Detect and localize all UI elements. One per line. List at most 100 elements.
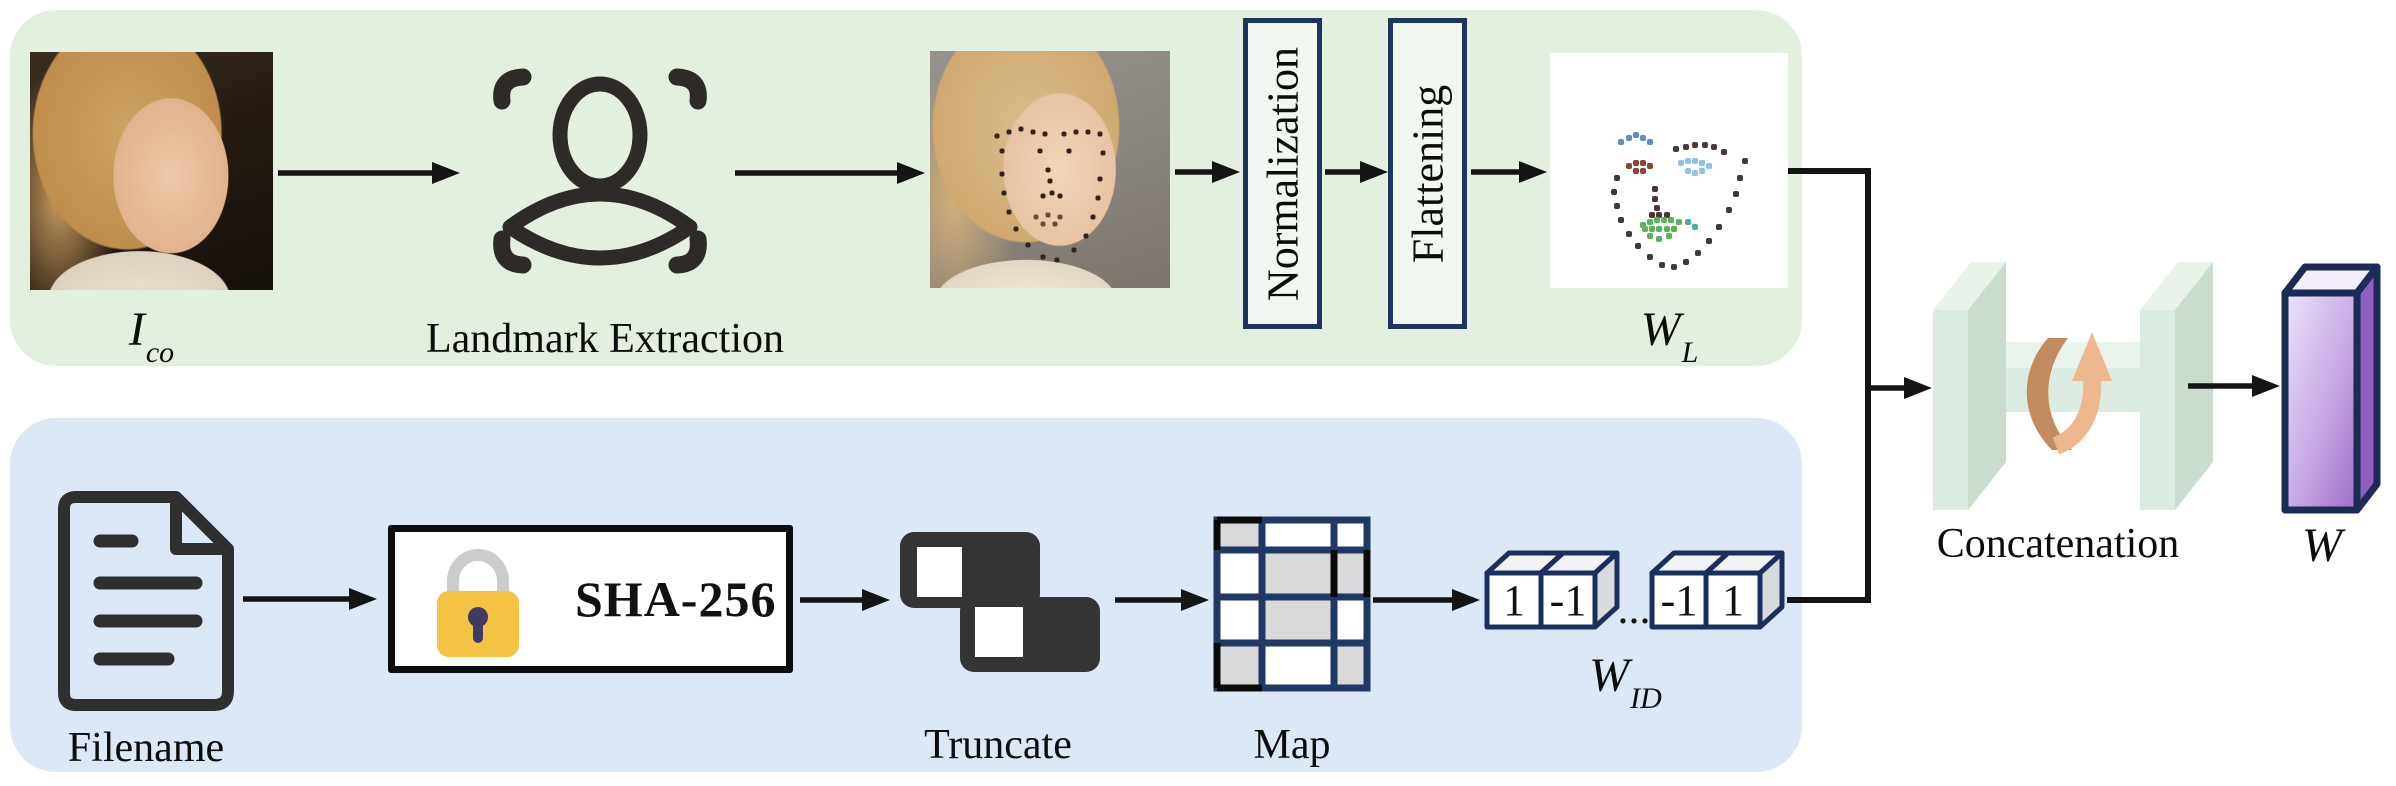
landmark-dot [1632, 132, 1639, 139]
landmark-dot [1049, 190, 1055, 196]
wl-landmark-vector-box [1550, 53, 1788, 288]
landmark-dot [1663, 226, 1670, 233]
landmark-dot [1670, 226, 1677, 233]
landmark-dot [1685, 167, 1692, 174]
map-cell [1330, 639, 1371, 692]
bracket-top-right-icon [668, 68, 707, 110]
landmark-dot [1066, 148, 1072, 154]
landmark-dot [1651, 186, 1658, 193]
landmark-dot [1057, 193, 1063, 199]
landmark-dot [1013, 226, 1019, 232]
lock-shackle-icon [447, 549, 509, 597]
landmark-dot [1639, 160, 1646, 167]
sha256-box: SHA-256 [388, 525, 793, 673]
landmark-dot [1646, 219, 1653, 226]
wid-label: WID [1589, 649, 1662, 715]
truncate-label: Truncate [924, 722, 1072, 768]
landmark-dot [1701, 141, 1708, 148]
concatenation-label: Concatenation [1936, 521, 2180, 567]
bit-value: 1 [1503, 576, 1525, 625]
landmark-dot [1682, 259, 1689, 266]
landmark-dot [1611, 188, 1618, 195]
landmark-dot [1618, 139, 1625, 146]
right-slab-front [2140, 310, 2175, 510]
arrow-heads [349, 161, 2280, 611]
ribbon-arrow-head [2072, 332, 2112, 381]
left-slab-top [1933, 262, 2006, 310]
landmark-dot [1692, 141, 1699, 148]
landmark-dot [1699, 167, 1706, 174]
landmark-dot [1030, 129, 1036, 135]
map-label: Map [1253, 722, 1331, 768]
landmark-dot [1677, 160, 1684, 167]
w-vector [2281, 263, 2381, 514]
landmark-dot [1646, 254, 1653, 261]
landmark-dot [1646, 162, 1653, 169]
merge-connector-line [1787, 168, 1871, 603]
landmark-dot [1040, 193, 1046, 199]
filename-label: Filename [67, 725, 225, 771]
landmark-dot [1668, 216, 1675, 223]
landmark-dot [1025, 242, 1031, 248]
landmark-dot [1045, 212, 1051, 218]
landmark-dot [1040, 221, 1046, 227]
lock-icon [437, 549, 519, 657]
landmarked-face-photo [930, 51, 1170, 288]
landmark-dot [1658, 261, 1665, 268]
landmark-dot [1618, 216, 1625, 223]
bit-value: -1 [1550, 576, 1587, 625]
landmark-dot [1656, 226, 1663, 233]
landmark-dot [1097, 176, 1103, 182]
landmark-dot [1646, 233, 1653, 240]
sha256-label: SHA-256 [575, 571, 777, 627]
landmark-dot [1670, 263, 1677, 270]
landmark-dot [1654, 205, 1661, 212]
landmark-dot [1083, 233, 1089, 239]
person-head-icon [552, 76, 648, 194]
landmark-dot [1685, 158, 1692, 165]
landmark-dot [1085, 129, 1091, 135]
landmark-dot [1040, 254, 1046, 260]
left-slab-side [1968, 262, 2006, 510]
normalization-box: Normalization [1243, 18, 1322, 329]
landmark-dot [1675, 219, 1682, 226]
landmark-dot [1090, 214, 1096, 220]
input-image-label: Ico [128, 303, 175, 369]
landmark-dots-overlay [930, 51, 1170, 288]
page-outline-icon [58, 491, 234, 711]
ribbon-arrow-back [2026, 338, 2072, 450]
landmark-dot [1654, 216, 1661, 223]
landmark-dot [1635, 242, 1642, 249]
landmark-dot [1632, 160, 1639, 167]
landmark-dot [1001, 190, 1007, 196]
landmark-dot [1720, 148, 1727, 155]
bracket-bottom-left-icon [493, 230, 532, 274]
landmark-dot [1095, 195, 1101, 201]
landmark-dot [1052, 221, 1058, 227]
landmark-dot [1711, 144, 1718, 150]
landmark-dot [1646, 139, 1653, 146]
landmark-dot [1045, 167, 1051, 172]
landmark-dot [1694, 249, 1701, 256]
landmark-dot [1037, 148, 1043, 154]
bits-ellipsis: ... [1618, 584, 1651, 633]
landmark-dot [1699, 160, 1706, 167]
landmark-dot [1725, 207, 1732, 214]
w-label: W [2302, 519, 2342, 572]
landmark-dot [1732, 191, 1739, 197]
landmark-dot [1006, 209, 1012, 215]
map-grid-icon [1213, 516, 1371, 692]
landmark-dot [1033, 214, 1039, 220]
bit-cubes: 1 -1 -1 1 ... [1484, 550, 1785, 633]
person-shoulders-eye-icon [502, 186, 698, 266]
landmark-dot [1666, 233, 1672, 240]
landmark-dot [1642, 226, 1649, 233]
bracket-top-left-icon [493, 68, 532, 110]
concat-bar-top [1968, 342, 2168, 368]
right-slab-top [2140, 262, 2213, 310]
landmark-dot [1054, 257, 1060, 263]
landmark-dot [999, 171, 1005, 177]
page-fold-icon [170, 499, 226, 555]
text-lines-icon [93, 534, 203, 666]
flattening-box: Flattening [1388, 18, 1467, 329]
